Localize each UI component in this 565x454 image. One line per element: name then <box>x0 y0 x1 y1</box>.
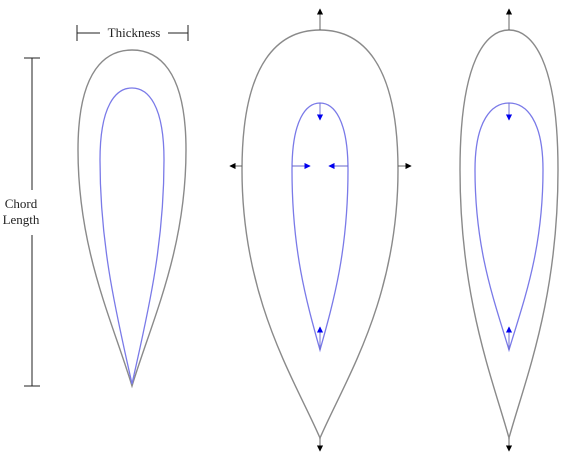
airfoil-thickness-scaled <box>229 8 412 452</box>
chord-label-line2: Length <box>3 212 40 227</box>
thickness-label: Thickness <box>108 25 161 40</box>
chord-label-line1: Chord <box>5 196 38 211</box>
airfoil-2-outer-outline <box>241 29 399 440</box>
airfoil-1-inner-outline <box>99 87 165 385</box>
airfoil-2-inner-outline <box>291 102 349 353</box>
airfoil-1-outer-outline <box>77 49 187 389</box>
airfoil-chord-scaled <box>459 8 559 452</box>
thickness-dimension: Thickness <box>76 25 189 41</box>
airfoil-3-outer-outline <box>459 29 559 441</box>
airfoil-reference <box>77 49 187 389</box>
chord-length-dimension: Chord Length <box>3 57 40 387</box>
airfoil-3-inner-outline <box>474 102 544 353</box>
